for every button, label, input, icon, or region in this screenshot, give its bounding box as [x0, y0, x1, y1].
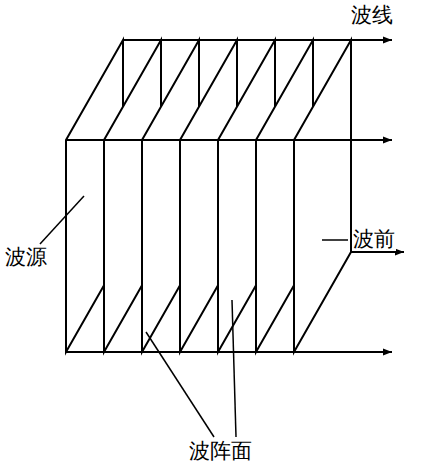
- wave-rays: [66, 40, 404, 352]
- leader-lines: [40, 196, 348, 437]
- label: 波前: [352, 228, 396, 251]
- wavefront-plane: [294, 40, 351, 352]
- label: 波线: [350, 4, 394, 27]
- label: 波阵面: [188, 440, 253, 463]
- wavefront-planes: [66, 40, 351, 352]
- label: 波源: [4, 246, 48, 269]
